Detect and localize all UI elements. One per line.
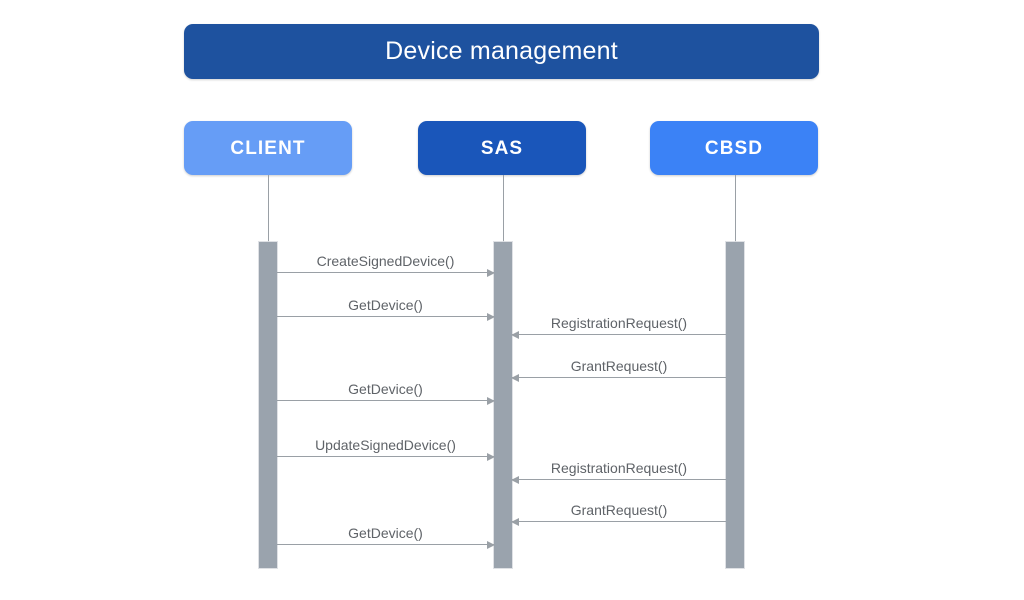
activation-bar-cbsd <box>726 242 744 568</box>
arrow-head-icon <box>511 373 519 382</box>
message-arrow: CreateSignedDevice() <box>277 253 495 277</box>
arrow-head-icon <box>487 396 495 405</box>
participant-label: CLIENT <box>230 137 306 159</box>
message-arrow: GetDevice() <box>277 525 495 549</box>
message-arrow: UpdateSignedDevice() <box>277 437 495 461</box>
arrow-head-icon <box>511 517 519 526</box>
message-arrow: RegistrationRequest() <box>511 315 726 339</box>
message-arrow: GetDevice() <box>277 381 495 405</box>
message-label: GetDevice() <box>348 380 423 397</box>
message-label: GetDevice() <box>348 296 423 313</box>
message-arrow: GetDevice() <box>277 297 495 321</box>
message-arrow: GrantRequest() <box>511 502 726 526</box>
participant-box-client[interactable]: CLIENT <box>184 121 352 175</box>
participant-box-cbsd[interactable]: CBSD <box>650 121 818 175</box>
message-label: GetDevice() <box>348 524 423 541</box>
arrow-head-icon <box>487 540 495 549</box>
arrow-head-icon <box>487 452 495 461</box>
arrow-head-icon <box>487 312 495 321</box>
activation-bar-sas <box>494 242 512 568</box>
arrow-head-icon <box>511 330 519 339</box>
participant-label: SAS <box>480 137 524 159</box>
participant-box-sas[interactable]: SAS <box>418 121 586 175</box>
message-label: GrantRequest() <box>570 501 668 518</box>
message-arrow: GrantRequest() <box>511 358 726 382</box>
activation-bar-client <box>259 242 277 568</box>
arrow-head-icon <box>487 268 495 277</box>
message-label: UpdateSignedDevice() <box>315 436 456 453</box>
diagram-title: Device management <box>385 37 618 65</box>
message-label: CreateSignedDevice() <box>316 252 455 269</box>
arrow-head-icon <box>511 475 519 484</box>
message-label: GrantRequest() <box>570 357 668 374</box>
message-arrow: RegistrationRequest() <box>511 460 726 484</box>
participant-label: CBSD <box>704 137 764 159</box>
message-label: RegistrationRequest() <box>550 459 688 476</box>
diagram-title-banner: Device management <box>184 24 819 79</box>
message-label: RegistrationRequest() <box>550 314 688 331</box>
